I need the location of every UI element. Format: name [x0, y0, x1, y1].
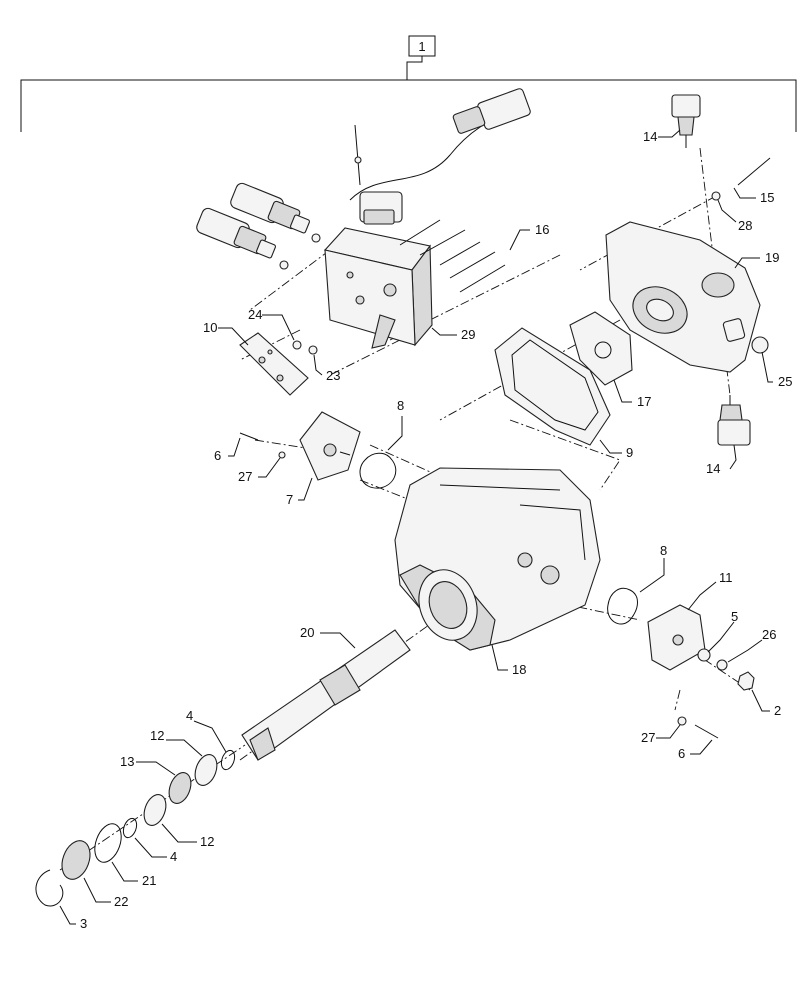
callout-22: 22 — [114, 894, 128, 909]
callout-4-lower: 4 — [170, 849, 177, 864]
callout-2: 2 — [774, 703, 781, 718]
ring-21 — [94, 823, 122, 863]
bolt-6-upper — [239, 432, 286, 459]
solenoid-valve-upper — [230, 182, 321, 243]
wiring-connector — [349, 88, 531, 225]
callout-3: 3 — [80, 916, 87, 931]
callout-19: 19 — [765, 250, 779, 265]
seal-22 — [61, 840, 91, 880]
callout-24: 24 — [248, 307, 262, 322]
callout-10: 10 — [203, 320, 217, 335]
callout-9: 9 — [626, 445, 633, 460]
callout-27-lower: 27 — [641, 730, 655, 745]
assembly-bracket: 1 — [20, 35, 797, 132]
callout-17: 17 — [637, 394, 651, 409]
callout-28: 28 — [738, 218, 752, 233]
nut-2 — [737, 671, 755, 691]
callout-14-top: 14 — [643, 129, 657, 144]
callout-labels: 14 15 28 19 16 24 10 29 23 25 17 9 14 8 … — [80, 129, 792, 931]
snap-ring-4-lower — [122, 817, 138, 839]
seal-26 — [716, 659, 728, 671]
callout-26: 26 — [762, 627, 776, 642]
bolts-16 — [399, 219, 506, 293]
control-block — [323, 227, 433, 349]
solenoid-valve-lower — [196, 207, 289, 270]
snap-ring-4-upper — [220, 749, 236, 771]
callout-11: 11 — [719, 570, 733, 585]
callout-25: 25 — [778, 374, 792, 389]
callout-13: 13 — [120, 754, 134, 769]
callout-12-lower: 12 — [200, 834, 214, 849]
callout-8-right: 8 — [660, 543, 667, 558]
callout-21: 21 — [142, 873, 156, 888]
washer-12-lower — [143, 794, 167, 826]
o-ring-23 — [308, 345, 318, 355]
o-ring-24 — [292, 340, 302, 350]
pump-housing-18 — [394, 467, 601, 651]
fitting-14-top — [671, 94, 701, 148]
callout-27-upper: 27 — [238, 469, 252, 484]
callout-20: 20 — [300, 625, 314, 640]
callout-8-left: 8 — [397, 398, 404, 413]
retaining-ring-3 — [35, 869, 64, 907]
callout-16: 16 — [535, 222, 549, 237]
bearing-13 — [168, 772, 192, 804]
head-19 — [605, 221, 761, 373]
callout-5: 5 — [731, 609, 738, 624]
cover-7 — [299, 411, 361, 481]
gasket-9 — [494, 327, 611, 446]
o-ring-8-right — [607, 587, 638, 625]
callout-14-bottom: 14 — [706, 461, 720, 476]
callout-7: 7 — [286, 492, 293, 507]
drive-shaft-20 — [241, 629, 411, 761]
callout-15: 15 — [760, 190, 774, 205]
callout-12-upper: 12 — [150, 728, 164, 743]
o-ring-8-left — [359, 452, 397, 489]
bolt-15 — [711, 157, 771, 201]
callout-29: 29 — [461, 327, 475, 342]
plate-17 — [569, 311, 633, 386]
callout-18: 18 — [512, 662, 526, 677]
washer-5 — [697, 648, 711, 662]
cover-11 — [647, 604, 706, 671]
bolt-6-lower — [677, 716, 719, 739]
fitting-14-bottom — [717, 395, 751, 446]
assembly-number: 1 — [418, 39, 425, 54]
callout-6-upper: 6 — [214, 448, 221, 463]
callout-leaders — [59, 129, 773, 925]
plug-25 — [751, 336, 769, 354]
callout-6-lower: 6 — [678, 746, 685, 761]
gasket-10 — [239, 332, 309, 396]
washer-12-upper — [194, 754, 218, 786]
callout-4-upper: 4 — [186, 708, 193, 723]
callout-23: 23 — [326, 368, 340, 383]
